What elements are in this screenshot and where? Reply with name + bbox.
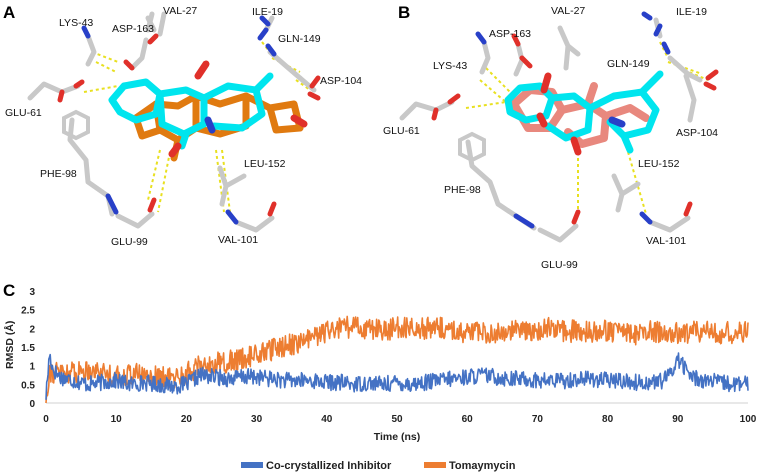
label-val-101-a: VAL-101 bbox=[218, 234, 258, 246]
x-tick-label: 20 bbox=[181, 414, 193, 425]
y-tick-label: 1.5 bbox=[21, 343, 35, 354]
series-layer bbox=[45, 315, 749, 404]
label-glu-61-b: GLU-61 bbox=[383, 125, 420, 137]
label-phe-98-a: PHE-98 bbox=[40, 168, 77, 180]
series-line-co-crystallized-inhibitor bbox=[45, 352, 749, 400]
x-tick-label: 10 bbox=[111, 414, 123, 425]
series-line-tomaymycin bbox=[45, 315, 749, 404]
label-gln-149-b: GLN-149 bbox=[607, 58, 650, 70]
phe98-ring-b bbox=[458, 131, 486, 163]
label-glu-99-b: GLU-99 bbox=[541, 259, 578, 271]
panel-b-molecular-view: B bbox=[383, 3, 719, 271]
panel-c-letter: C bbox=[3, 281, 15, 300]
y-tick-labels: 0 0.5 1 1.5 2 2.5 3 bbox=[21, 287, 35, 410]
x-tick-label: 80 bbox=[602, 414, 614, 425]
y-tick-label: 3 bbox=[29, 287, 35, 298]
x-tick-label: 40 bbox=[321, 414, 333, 425]
label-val-101-b: VAL-101 bbox=[646, 235, 686, 247]
panel-a-residue-labels: LYS-43 ASP-163 VAL-27 ILE-19 GLN-149 ASP… bbox=[5, 5, 362, 248]
panel-b-residue-labels: VAL-27 ILE-19 ASP-163 LYS-43 GLN-149 GLU… bbox=[383, 5, 718, 271]
x-tick-label: 70 bbox=[532, 414, 544, 425]
label-val-27-b: VAL-27 bbox=[551, 5, 585, 17]
x-tick-label: 0 bbox=[43, 414, 49, 425]
label-val-27-a: VAL-27 bbox=[163, 5, 197, 17]
panel-b-letter: B bbox=[398, 3, 410, 22]
panel-b-ligand-atoms bbox=[536, 72, 626, 156]
label-glu-61-a: GLU-61 bbox=[5, 107, 42, 119]
y-tick-label: 2.5 bbox=[21, 306, 35, 317]
label-asp-163-b: ASP-163 bbox=[489, 28, 531, 40]
y-tick-label: 0.5 bbox=[21, 380, 35, 391]
y-tick-label: 0 bbox=[29, 399, 35, 410]
x-tick-label: 100 bbox=[740, 414, 757, 425]
panel-a-heteroatoms bbox=[57, 15, 321, 225]
label-asp-104-a: ASP-104 bbox=[320, 75, 362, 87]
x-tick-label: 30 bbox=[251, 414, 263, 425]
panel-a-cocrystal-ligand bbox=[108, 72, 274, 150]
phe98-ring-a bbox=[62, 109, 90, 141]
y-tick-label: 2 bbox=[29, 324, 35, 335]
x-tick-label: 50 bbox=[391, 414, 403, 425]
label-asp-104-b: ASP-104 bbox=[676, 127, 718, 139]
y-axis-title: RMSD (Å) bbox=[3, 321, 16, 369]
label-gln-149-a: GLN-149 bbox=[278, 33, 321, 45]
panel-c-rmsd-chart: C RMSD (Å) Time (ns) 0 0.5 1 1.5 2 2.5 3 0 10 20… bbox=[3, 281, 757, 472]
label-ile-19-b: ILE-19 bbox=[676, 6, 707, 18]
label-lys-43-b: LYS-43 bbox=[433, 60, 467, 72]
x-axis-title: Time (ns) bbox=[374, 431, 420, 443]
x-tick-label: 60 bbox=[462, 414, 474, 425]
legend-label-co-crystallized: Co-crystallized Inhibitor bbox=[266, 460, 392, 472]
label-ile-19-a: ILE-19 bbox=[252, 6, 283, 18]
legend: Co-crystallized Inhibitor Tomaymycin bbox=[241, 460, 516, 472]
panel-b-cocrystal-ligand bbox=[504, 70, 664, 154]
label-leu-152-b: LEU-152 bbox=[638, 158, 680, 170]
label-glu-99-a: GLU-99 bbox=[111, 236, 148, 248]
label-asp-163-a: ASP-163 bbox=[112, 23, 154, 35]
panel-a-molecular-view: A bbox=[3, 3, 362, 248]
x-tick-labels: 0 10 20 30 40 50 60 70 80 90 100 bbox=[43, 414, 757, 425]
legend-label-tomaymycin: Tomaymycin bbox=[449, 460, 516, 472]
label-leu-152-a: LEU-152 bbox=[244, 158, 286, 170]
label-phe-98-b: PHE-98 bbox=[444, 184, 481, 196]
panel-b-heteroatoms bbox=[431, 11, 719, 229]
panel-a-letter: A bbox=[3, 3, 15, 22]
x-tick-label: 90 bbox=[672, 414, 684, 425]
panel-a-ligand-atoms bbox=[168, 60, 308, 158]
y-tick-label: 1 bbox=[29, 362, 35, 373]
label-lys-43-a: LYS-43 bbox=[59, 17, 93, 29]
